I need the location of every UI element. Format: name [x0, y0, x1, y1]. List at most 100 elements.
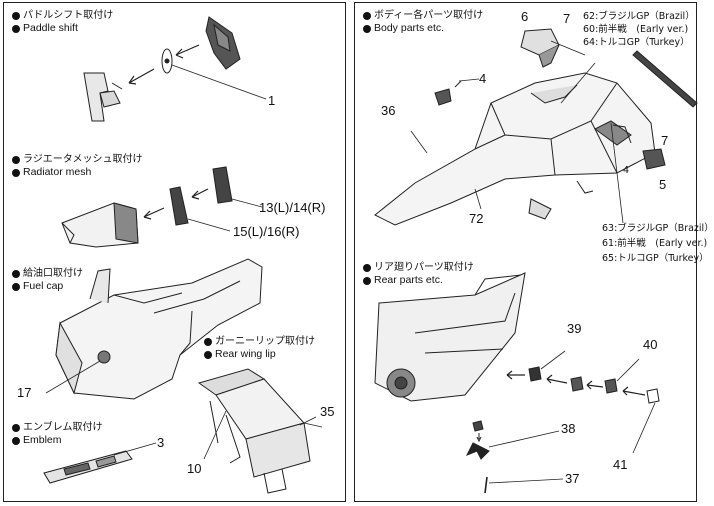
right-instruction-panel: ボディー各パーツ取付け Body parts etc. 6 7 62:ブラジルG…: [354, 2, 714, 502]
left-instruction-panel: パドルシフト取付け Paddle shift 1 ラジエータメッシュ取付け Ra…: [3, 2, 346, 502]
bullet-icon: [12, 168, 20, 177]
right-panel-drawings: [374, 28, 698, 494]
paddle-shift-part-drawing: [161, 16, 241, 74]
radiator-mesh-parts: [169, 166, 233, 226]
paddle-shift-header: パドルシフト取付け Paddle shift: [12, 9, 113, 35]
radiator-duct-drawing: [61, 202, 139, 248]
part-number-17: 17: [17, 385, 32, 400]
leader-line-40: [616, 358, 640, 382]
fuel-cap-title-jp: 給油口取付け: [23, 268, 83, 279]
rear-wing-lip-header: ガーニーリップ取付け Rear wing lip: [204, 335, 315, 361]
part-number-35: 35: [320, 404, 335, 419]
part-number-5: 5: [659, 177, 667, 192]
part-number-13-14: 13(L)/14(R): [259, 200, 326, 215]
part-number-38: 38: [561, 421, 576, 436]
bullet-icon: [363, 263, 371, 272]
rear-arrows: [506, 370, 646, 396]
leader-line-13-14: [231, 198, 263, 208]
paddle-shift-title-jp: パドルシフト取付け: [23, 10, 114, 21]
part-number-6: 6: [521, 9, 529, 24]
part-number-37: 37: [565, 471, 580, 486]
body-parts-title-jp: ボディー各パーツ取付け: [374, 10, 484, 21]
paddle-shift-title-en: Paddle shift: [23, 22, 78, 34]
rear-part-40-drawing: [570, 376, 618, 394]
radiator-mesh-title-en: Radiator mesh: [23, 166, 92, 178]
bullet-icon: [12, 24, 20, 33]
left-panel-drawings: [43, 16, 323, 494]
leader-line-72: [474, 188, 482, 210]
rear-part-41-drawing: [646, 388, 660, 404]
leader-line-39: [540, 350, 566, 370]
fuel-cap-header: 給油口取付け Fuel cap: [12, 267, 83, 293]
bullet-icon: [204, 337, 212, 346]
leader-line-3: [113, 442, 157, 456]
rear-wing-drawing: [197, 368, 323, 494]
part-number-10: 10: [187, 461, 202, 476]
leader-line-15-16: [187, 218, 231, 232]
emblem-title-en: Emblem: [23, 434, 62, 446]
leader-line-variants-bottom: [610, 122, 624, 224]
variant-62-brazil: 62:ブラジルGP（Brazil）: [583, 11, 695, 22]
radiator-mesh-title-jp: ラジエータメッシュ取付け: [23, 154, 143, 165]
variant-63-brazil: 63:ブラジルGP（Brazil）: [602, 223, 714, 234]
bullet-icon: [363, 24, 371, 33]
rear-part-38-drawing: [465, 420, 490, 460]
rear-suspension-drawing: [374, 272, 526, 402]
part-number-72: 72: [469, 211, 484, 226]
paddle-arrows: [128, 44, 200, 85]
part-6-7-airbox-drawing: [520, 28, 560, 68]
variant-61-early: 61:前半戦 (Early ver.): [602, 238, 708, 249]
leader-line-36: [410, 130, 428, 154]
leader-line-41: [632, 402, 656, 454]
part-5-7-sidepod-drawing: [642, 148, 666, 170]
leader-line-38: [488, 430, 560, 448]
body-parts-title-en: Body parts etc.: [374, 22, 445, 34]
variant-60-early: 60:前半戦 (Early ver.): [583, 24, 689, 35]
rear-parts-header: リア廻りパーツ取付け Rear parts etc.: [363, 261, 474, 287]
rear-parts-title-jp: リア廻りパーツ取付け: [374, 262, 474, 273]
rear-part-37-drawing: [484, 476, 488, 494]
part-number-4-small: 4: [623, 165, 630, 176]
variant-65-turkey: 65:トルコGP（Turkey）: [602, 253, 709, 264]
car-body-drawing: [374, 72, 656, 226]
part-number-15-16: 15(L)/16(R): [233, 224, 300, 239]
rear-parts-title-en: Rear parts etc.: [374, 274, 443, 286]
leader-line-10: [203, 410, 227, 460]
rear-wing-lip-title-jp: ガーニーリップ取付け: [215, 336, 315, 347]
bullet-icon: [12, 155, 20, 164]
leader-line-variants-top: [560, 62, 596, 104]
part-number-41: 41: [613, 457, 628, 472]
emblem-title-jp: エンブレム取付け: [23, 422, 103, 433]
bullet-icon: [12, 11, 20, 20]
radiator-arrows: [143, 188, 209, 220]
fuel-cap-title-en: Fuel cap: [23, 280, 64, 292]
rear-wing-stripe-drawing: [632, 50, 698, 108]
paddle-shift-bracket-drawing: [83, 72, 123, 122]
rear-wing-lip-title-en: Rear wing lip: [215, 348, 276, 360]
part-4-mirror-drawing: [434, 80, 462, 106]
bullet-icon: [12, 282, 20, 291]
leader-line-4: [458, 78, 480, 82]
body-parts-header: ボディー各パーツ取付け Body parts etc.: [363, 9, 483, 35]
leader-line-7-top: [550, 40, 586, 56]
bullet-icon: [12, 423, 20, 432]
leader-line-35: [299, 416, 317, 426]
bullet-icon: [204, 350, 212, 359]
part-number-4: 4: [479, 71, 487, 86]
variant-64-turkey: 64:トルコGP（Turkey）: [583, 37, 690, 48]
leader-line-1: [171, 64, 267, 100]
emblem-header: エンブレム取付け Emblem: [12, 421, 103, 447]
emblem-fret-drawing: [43, 450, 133, 484]
part-number-40: 40: [643, 337, 658, 352]
part-number-39: 39: [567, 321, 582, 336]
rear-part-39-drawing: [528, 366, 542, 382]
part-number-1: 1: [268, 93, 276, 108]
radiator-mesh-header: ラジエータメッシュ取付け Radiator mesh: [12, 153, 143, 179]
part-number-36: 36: [381, 103, 396, 118]
part-number-7-top: 7: [563, 11, 571, 26]
part-number-7-side: 7: [661, 133, 669, 148]
bullet-icon: [363, 11, 371, 20]
bullet-icon: [12, 269, 20, 278]
part-number-3: 3: [157, 435, 165, 450]
leader-line-37: [488, 478, 564, 484]
